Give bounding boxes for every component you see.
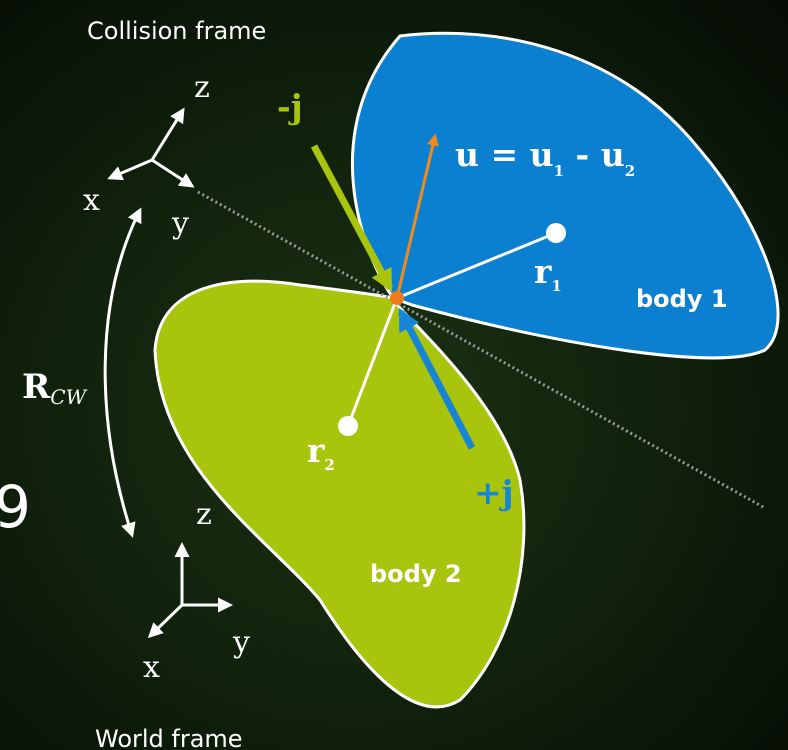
world-frame-axes: z y x: [143, 497, 250, 685]
contact-point-dot: [390, 291, 404, 305]
r2-label: r2: [307, 431, 335, 474]
collision-frame-title: Collision frame: [87, 17, 266, 45]
collision-axis-y-arrow: [151, 158, 195, 188]
world-axis-x-label: x: [143, 650, 160, 685]
r1-label: r1: [534, 252, 562, 295]
world-axis-y-label: y: [232, 625, 250, 660]
rotation-label: RCW: [22, 367, 88, 409]
body-2-label: body 2: [370, 560, 462, 588]
r1-arm-line: [396, 231, 557, 300]
body-2-shape: [153, 279, 526, 709]
collision-axis-x-arrow: [107, 158, 153, 181]
world-axis-x-arrow: [147, 603, 184, 639]
collision-axis-z-label: z: [194, 70, 210, 105]
body-2-center-dot: [338, 416, 358, 436]
collision-axis-x-label: x: [83, 183, 100, 218]
edge-glyph: 9: [0, 473, 31, 541]
rotation-arrow: [103, 207, 142, 538]
negative-impulse-label: -j: [277, 87, 303, 126]
r2-arm-line: [346, 297, 399, 427]
positive-impulse-label: +j: [474, 473, 514, 512]
positive-impulse-arrow: [397, 308, 476, 450]
separating-plane-line: [197, 190, 766, 510]
collision-frame-axes: z x y: [83, 70, 210, 241]
relative-velocity-arrow: [395, 133, 439, 299]
collision-axis-z-arrow: [150, 107, 185, 161]
collision-axis-y-label: y: [171, 206, 189, 241]
world-axis-z-label: z: [196, 497, 212, 532]
world-frame-title: World frame: [95, 725, 243, 750]
body-1-label: body 1: [636, 285, 728, 313]
negative-impulse-arrow: [310, 144, 394, 292]
relative-velocity-label: u = u1 - u2: [455, 135, 635, 180]
body-1-center-dot: [546, 223, 566, 243]
